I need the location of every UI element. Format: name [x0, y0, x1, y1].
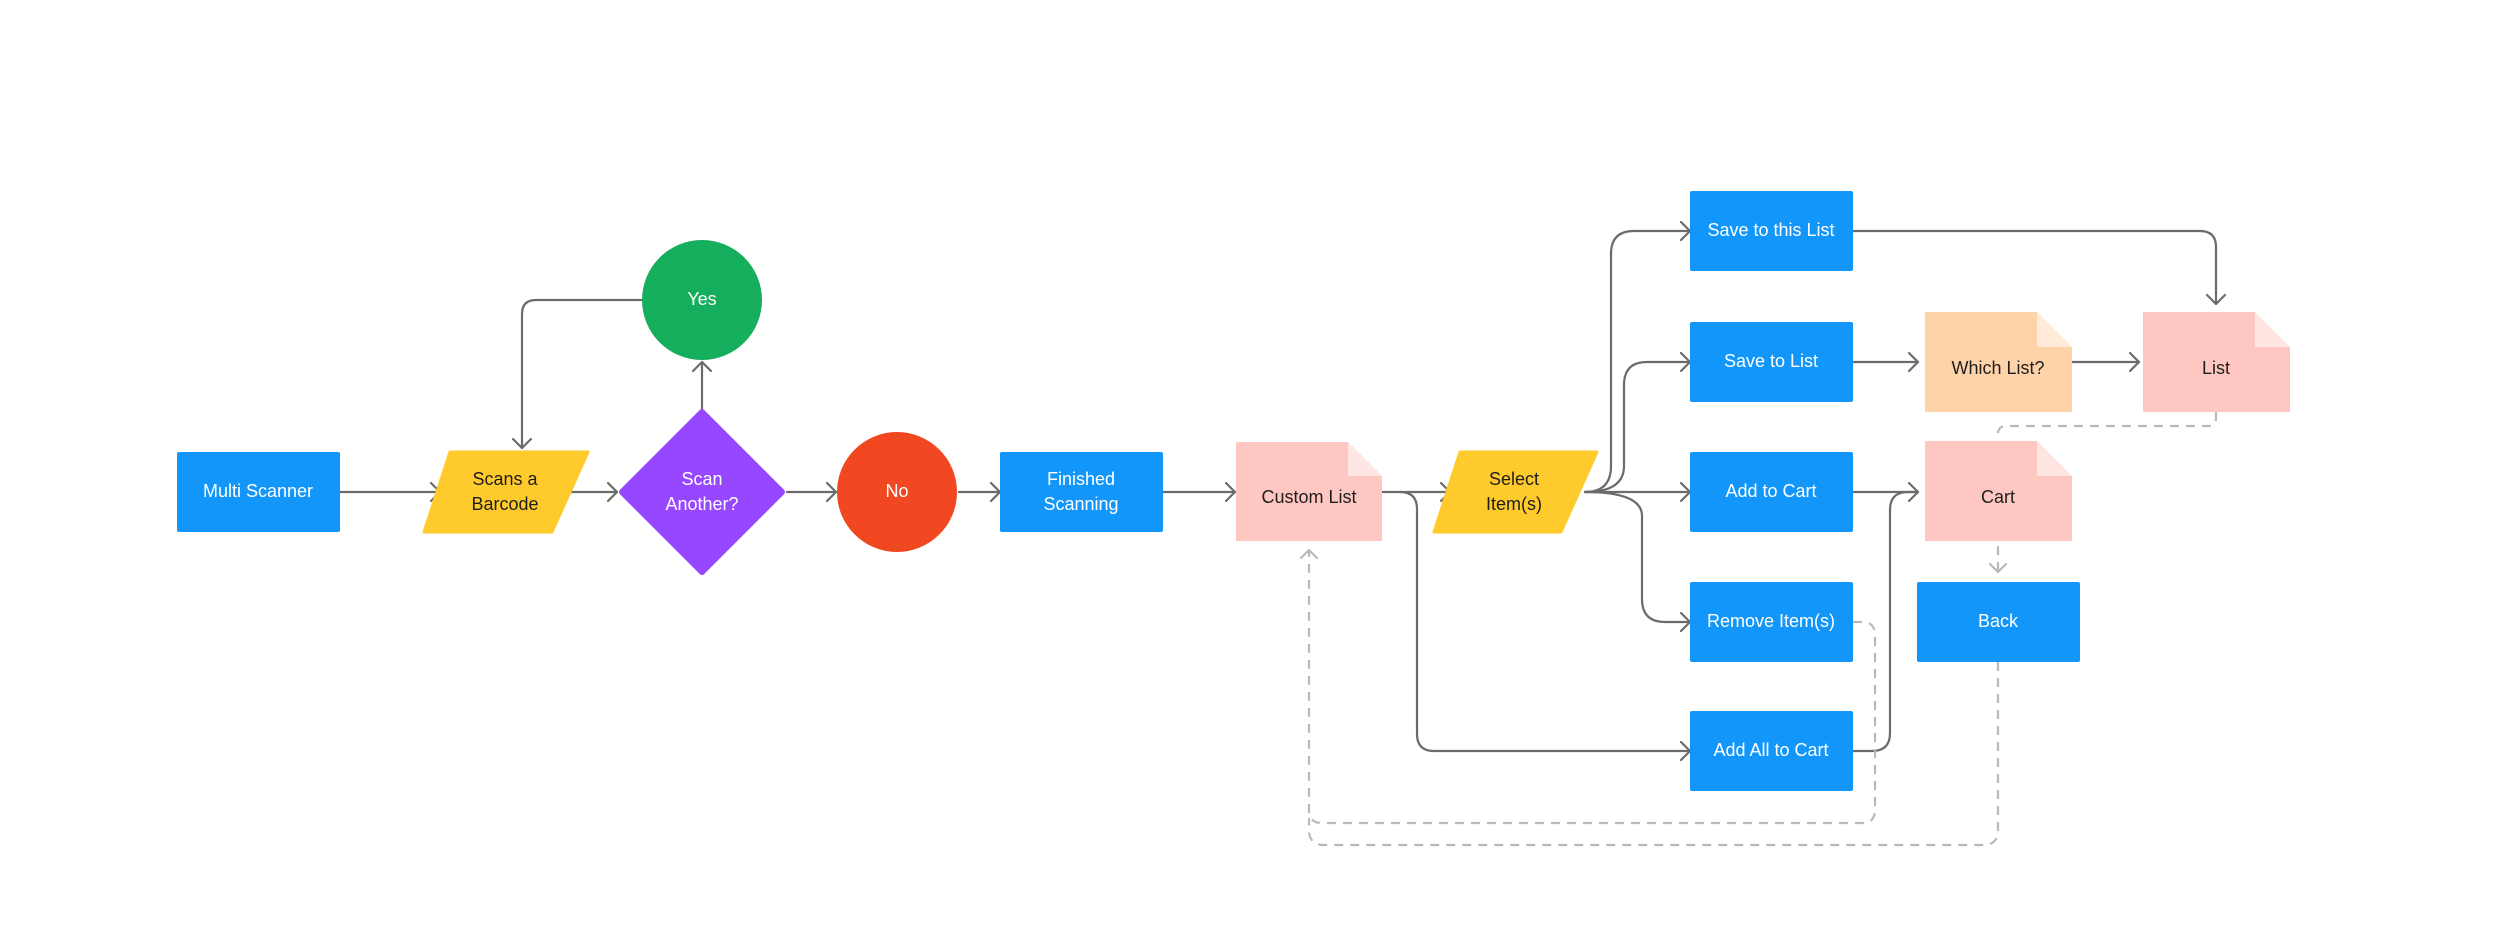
arrowhead-yes	[691, 360, 713, 373]
edge-select-items-to-save-to-this-list	[1583, 229, 1692, 494]
no-label: No	[885, 481, 908, 501]
arrowhead-no	[825, 481, 838, 503]
node-custom-list[interactable]: Custom List	[1236, 442, 1382, 541]
select-items-label-line-2: Item(s)	[1486, 494, 1542, 514]
node-scan-another[interactable]: Scan Another?	[619, 409, 785, 575]
cart-shape	[1925, 441, 2072, 541]
back-shape	[1917, 582, 2080, 662]
scans-barcode-label-line-2: Barcode	[471, 494, 538, 514]
add-all-to-cart-label: Add All to Cart	[1713, 740, 1828, 760]
save-to-this-list-shape	[1690, 191, 1853, 271]
node-finished-scanning[interactable]: Finished Scanning	[1000, 452, 1163, 532]
edge-select-items-to-remove-items	[1583, 490, 1692, 624]
save-to-list-shape	[1690, 322, 1853, 402]
edge-back-to-custom-list-dashed	[1307, 662, 2000, 847]
edge-add-all-to-cart-to-cart	[1851, 490, 1920, 753]
arrowhead-back-dashed	[1988, 562, 2008, 574]
scan-another-label-line-2: Another?	[665, 494, 738, 514]
scan-another-label-line-1: Scan	[681, 469, 722, 489]
node-back[interactable]: Back	[1917, 582, 2080, 662]
remove-items-label: Remove Item(s)	[1707, 611, 1835, 631]
add-all-to-cart-shape	[1690, 711, 1853, 791]
edge-custom-list-to-add-all-to-cart	[1398, 490, 1692, 753]
add-to-cart-shape	[1690, 452, 1853, 532]
yes-label: Yes	[687, 289, 716, 309]
arrowhead-list-top	[2205, 293, 2227, 306]
node-save-to-list[interactable]: Save to List	[1690, 322, 1853, 402]
node-multi-scanner[interactable]: Multi Scanner	[177, 452, 340, 532]
edge-remove-items-to-custom-list-dashed	[1307, 550, 1877, 825]
arrowhead-scan-another	[606, 481, 619, 503]
edge-yes-to-scans-barcode	[520, 298, 644, 450]
finished-scanning-shape	[1000, 452, 1163, 532]
no-shape	[837, 432, 957, 552]
node-scans-a-barcode[interactable]: Scans a Barcode	[422, 450, 590, 534]
custom-list-label: Custom List	[1261, 487, 1356, 507]
node-which-list[interactable]: Which List?	[1925, 312, 2072, 412]
node-no[interactable]: No	[837, 432, 957, 552]
which-list-fold	[2037, 312, 2072, 347]
finished-scanning-label-line-2: Scanning	[1043, 494, 1118, 514]
node-save-to-this-list[interactable]: Save to this List	[1690, 191, 1853, 271]
arrowhead-which-list	[1907, 351, 1920, 373]
multi-scanner-shape	[177, 452, 340, 532]
node-add-all-to-cart[interactable]: Add All to Cart	[1690, 711, 1853, 791]
which-list-label: Which List?	[1951, 358, 2044, 378]
node-list[interactable]: List	[2143, 312, 2290, 412]
multi-scanner-label: Multi Scanner	[203, 481, 313, 501]
dashed-connectors	[1307, 412, 2218, 847]
list-label: List	[2202, 358, 2230, 378]
edge-list-to-cart-dashed	[1996, 412, 2218, 440]
arrowhead-custom-list	[1224, 481, 1237, 503]
arrowhead-cart	[1907, 481, 1920, 503]
yes-shape	[642, 240, 762, 360]
scan-another-shape	[619, 409, 785, 575]
cart-label: Cart	[1981, 487, 2015, 507]
save-to-this-list-label: Save to this List	[1707, 220, 1834, 240]
list-shape	[2143, 312, 2290, 412]
node-remove-items[interactable]: Remove Item(s)	[1690, 582, 1853, 662]
which-list-shape	[1925, 312, 2072, 412]
save-to-list-label: Save to List	[1724, 351, 1818, 371]
cart-fold	[2037, 441, 2072, 476]
node-cart[interactable]: Cart	[1925, 441, 2072, 541]
remove-items-shape	[1690, 582, 1853, 662]
custom-list-fold	[1348, 442, 1382, 476]
scans-barcode-shape	[422, 450, 590, 534]
edge-select-items-to-save-to-list	[1583, 360, 1692, 494]
select-items-shape	[1432, 450, 1599, 534]
arrowhead-list-side	[2128, 351, 2141, 373]
arrowhead-custom-list-dashed	[1299, 548, 1319, 560]
connectors	[338, 229, 2218, 753]
edge-save-to-this-list-to-list	[1851, 229, 2218, 306]
list-fold	[2255, 312, 2290, 347]
node-add-to-cart[interactable]: Add to Cart	[1690, 452, 1853, 532]
back-label: Back	[1978, 611, 2019, 631]
finished-scanning-label-line-1: Finished	[1047, 469, 1115, 489]
custom-list-shape	[1236, 442, 1382, 541]
arrowhead-yes-return	[511, 437, 533, 450]
node-yes[interactable]: Yes	[642, 240, 762, 360]
select-items-label-line-1: Select	[1489, 469, 1539, 489]
node-select-items[interactable]: Select Item(s)	[1432, 450, 1599, 534]
scans-barcode-label-line-1: Scans a	[472, 469, 538, 489]
add-to-cart-label: Add to Cart	[1725, 481, 1816, 501]
